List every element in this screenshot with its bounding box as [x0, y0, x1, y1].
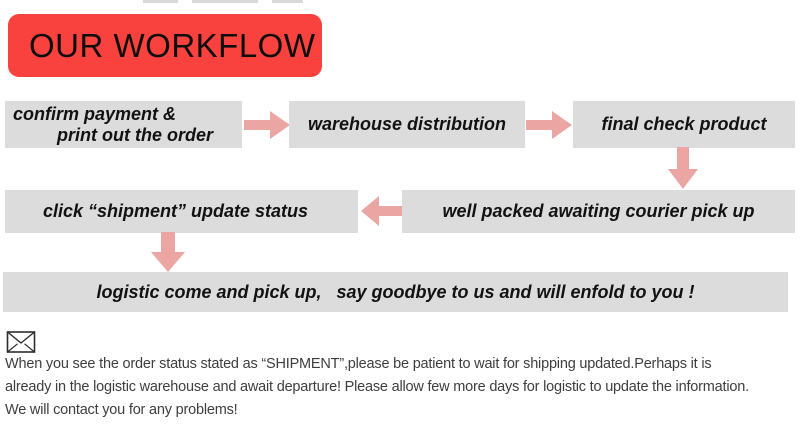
step-well-packed: well packed awaiting courier pick up — [402, 190, 795, 233]
arrow-right-icon — [244, 111, 290, 139]
step-logistic-pickup-label: logistic come and pick up, say goodbye t… — [96, 281, 695, 302]
arrow-down-icon — [668, 147, 698, 189]
cropped-text-artifact — [272, 0, 303, 3]
workflow-title: OUR WORKFLOW — [29, 26, 316, 64]
shipment-note: When you see the order status stated as … — [5, 353, 800, 422]
cropped-text-artifact — [192, 0, 258, 3]
step-final-check: final check product — [573, 101, 795, 148]
arrow-left-icon — [361, 196, 402, 226]
step-confirm-payment: confirm payment & print out the order — [5, 101, 242, 148]
step-well-packed-label: well packed awaiting courier pick up — [442, 201, 755, 221]
step-confirm-payment-line2: print out the order — [57, 124, 213, 145]
step-warehouse-distribution: warehouse distribution — [289, 101, 525, 148]
shipment-note-line3: We will contact you for any problems! — [5, 402, 238, 418]
step-click-shipment: click “shipment” update status — [5, 190, 358, 233]
shipment-note-line2: already in the logistic warehouse and aw… — [5, 379, 749, 395]
arrow-right-icon — [526, 111, 572, 139]
arrow-down-icon — [151, 232, 185, 272]
cropped-text-artifact — [143, 0, 178, 3]
workflow-title-banner: OUR WORKFLOW — [8, 14, 322, 77]
step-final-check-label: final check product — [601, 114, 767, 134]
step-logistic-pickup: logistic come and pick up, say goodbye t… — [3, 272, 788, 312]
envelope-icon — [6, 331, 36, 353]
step-confirm-payment-line1: confirm payment & — [13, 103, 177, 124]
shipment-note-line1: When you see the order status stated as … — [5, 356, 712, 372]
step-warehouse-distribution-label: warehouse distribution — [307, 114, 507, 134]
step-click-shipment-label: click “shipment” update status — [43, 201, 309, 221]
